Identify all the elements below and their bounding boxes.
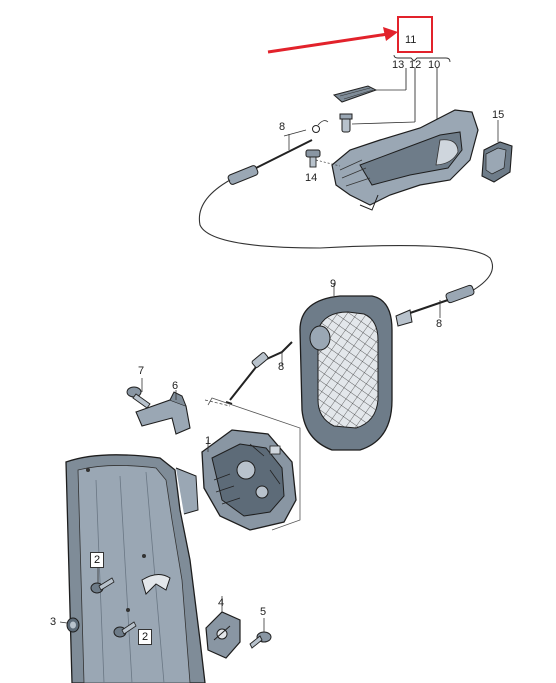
part-8-rod-lower xyxy=(204,341,293,407)
part-10-door-handle xyxy=(331,109,479,211)
part-12-pin xyxy=(339,113,416,133)
part-14-screw xyxy=(305,149,341,168)
part-7-bolt xyxy=(126,378,151,409)
part-4-striker-plate xyxy=(205,596,241,659)
label-part-8-lower: 8 xyxy=(278,361,285,373)
label-part-2-lower: 2 xyxy=(138,629,153,646)
label-part-11: 11 xyxy=(405,34,417,46)
label-part-12: 12 xyxy=(409,59,422,71)
part-8-cable-right xyxy=(395,284,475,327)
label-part-15: 15 xyxy=(492,109,505,121)
label-part-9: 9 xyxy=(330,278,337,290)
highlight-arrow xyxy=(267,27,398,54)
assembly-guide-lines xyxy=(207,397,301,531)
part-9-housing-frame xyxy=(299,283,393,451)
label-part-10: 10 xyxy=(428,59,441,71)
label-part-2-upper: 2 xyxy=(90,552,105,569)
bowden-cable xyxy=(198,179,494,293)
label-part-7: 7 xyxy=(138,365,145,377)
label-part-3: 3 xyxy=(50,616,57,628)
highlight-box xyxy=(397,16,433,53)
label-part-8-upper: 8 xyxy=(279,121,286,133)
label-part-6: 6 xyxy=(172,380,179,392)
group-bracket-11 xyxy=(393,54,451,122)
label-part-5: 5 xyxy=(260,606,267,618)
part-2-screws xyxy=(90,568,137,638)
part-13-insert xyxy=(332,85,406,103)
part-3-grommet xyxy=(59,617,80,633)
door-panel xyxy=(65,454,206,683)
part-6-bracket xyxy=(135,390,191,435)
label-part-4: 4 xyxy=(218,597,225,609)
part-1-door-lock xyxy=(201,429,297,531)
label-part-8-right: 8 xyxy=(436,318,443,330)
part-5-bolt xyxy=(249,618,272,649)
label-part-1: 1 xyxy=(205,435,212,447)
label-part-13: 13 xyxy=(392,59,405,71)
label-part-14: 14 xyxy=(305,172,318,184)
part-15-cover xyxy=(481,120,513,183)
